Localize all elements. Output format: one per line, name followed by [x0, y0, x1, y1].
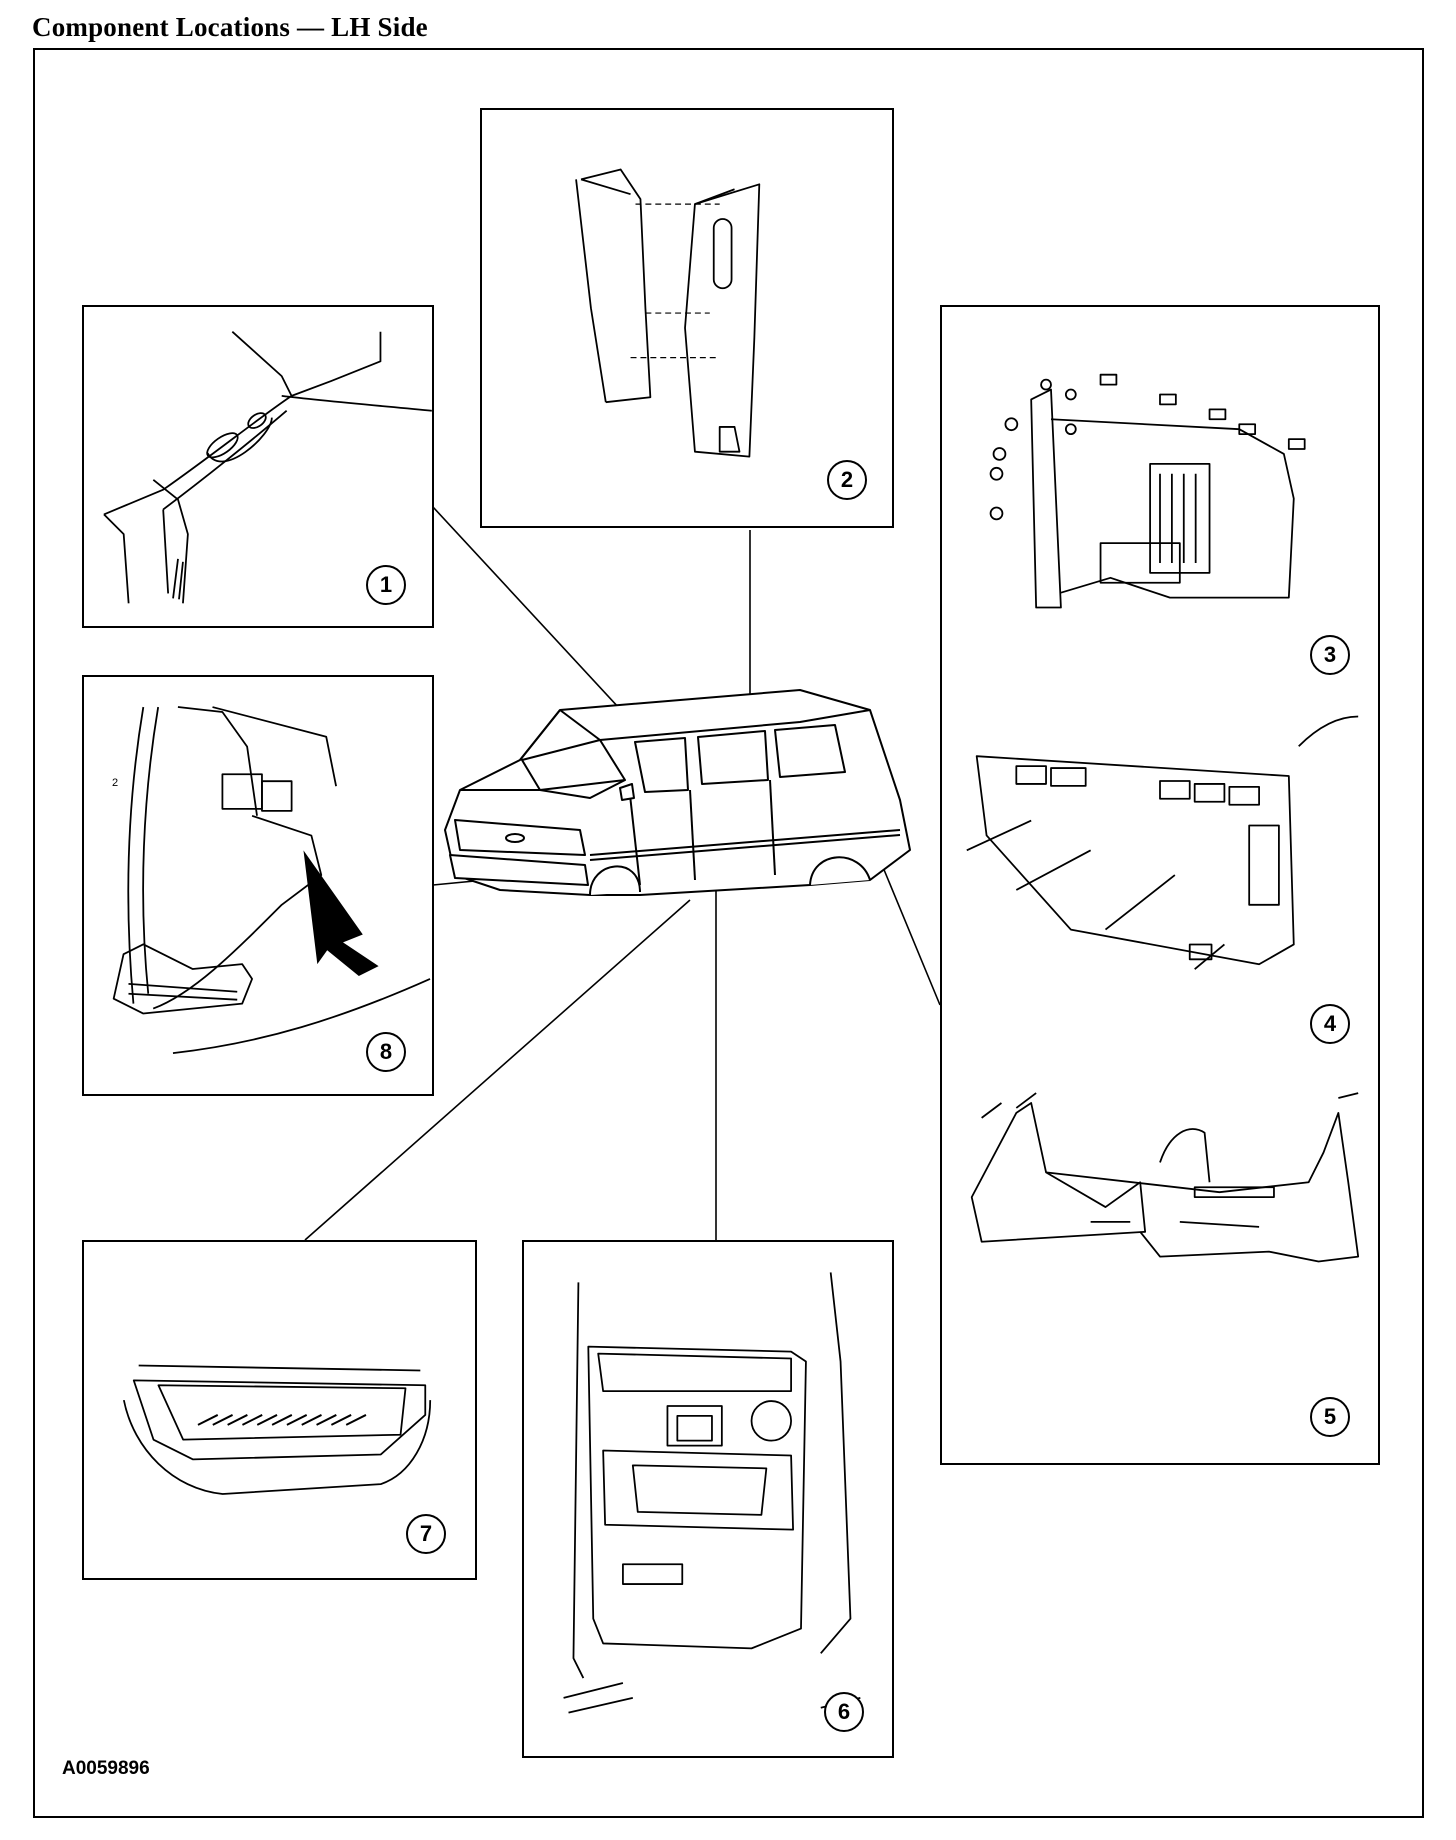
location-arrow: [303, 850, 379, 976]
quarter-trim-panels-illustration: [966, 373, 1360, 1263]
leader-line-7: [304, 899, 691, 1241]
detail-panel-6: 6: [522, 1240, 894, 1758]
b-pillar-trim-illustration: [575, 168, 761, 458]
detail-panel-2: 2: [480, 108, 894, 528]
callout-3: 3: [1310, 635, 1350, 675]
detail-panel-8: 2 8: [82, 675, 434, 1096]
lower-trim-panel: [970, 1092, 1360, 1263]
detail-panel-7: 7: [82, 1240, 477, 1580]
detail-panel-3-4-5: 3 4 5: [940, 305, 1380, 1465]
kick-panel-illustration: [112, 706, 431, 1054]
van-illustration: [444, 689, 911, 896]
detail-label: 2: [112, 777, 119, 789]
callout-4: 4: [1310, 1004, 1350, 1044]
callout-8: 8: [366, 1032, 406, 1072]
leader-line-3: [879, 859, 941, 1006]
figure-id: A0059896: [62, 1758, 150, 1779]
side-door-trim: [966, 715, 1359, 970]
callout-7: 7: [406, 1514, 446, 1554]
page-title: Component Locations — LH Side: [32, 12, 428, 42]
detail-panel-1: 1: [82, 305, 434, 628]
front-door-trim-illustration: [563, 1272, 861, 1714]
grab-handle-pillar-illustration: [103, 331, 432, 604]
callout-1: 1: [366, 565, 406, 605]
callout-2: 2: [827, 460, 867, 500]
callout-5: 5: [1310, 1397, 1350, 1437]
diagram-frame: [33, 48, 1424, 1818]
rear-quarter-trim: [989, 373, 1306, 609]
step-well-illustration: [122, 1364, 432, 1495]
callout-6: 6: [824, 1692, 864, 1732]
